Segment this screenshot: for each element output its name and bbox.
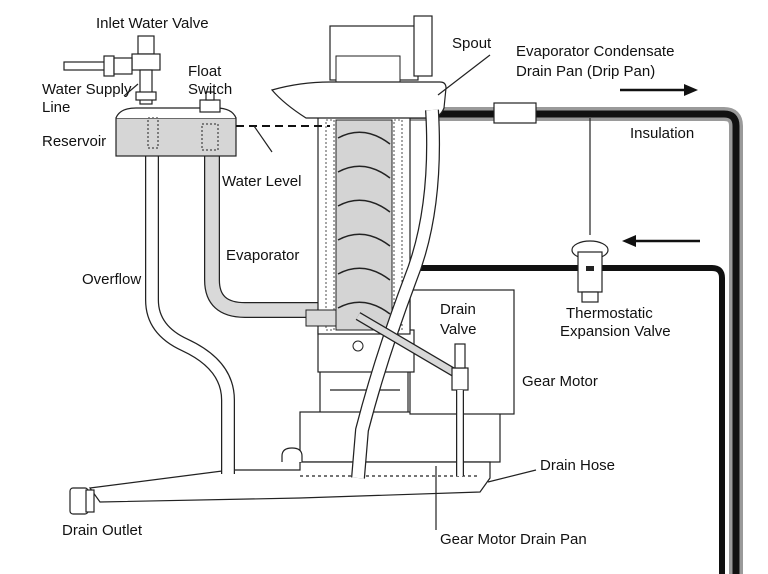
- evaporator: [305, 115, 411, 335]
- label-inlet-water-valve: Inlet Water Valve: [96, 15, 209, 32]
- label-thermostatic-expansion-valve-1: Thermostatic: [566, 305, 653, 322]
- label-drain-valve-2: Valve: [440, 321, 476, 338]
- label-evaporator: Evaporator: [226, 247, 299, 264]
- label-drain-hose: Drain Hose: [540, 457, 615, 474]
- label-gear-motor: Gear Motor: [522, 373, 598, 390]
- flow-arrow-right: [620, 84, 698, 96]
- leader-lines: [123, 54, 537, 530]
- liquid-line: [410, 265, 725, 574]
- label-insulation: Insulation: [630, 125, 694, 142]
- gear-motor-drain-pan: [88, 447, 491, 503]
- reservoir: [115, 107, 237, 157]
- condensate-drain-pan: [270, 81, 447, 119]
- label-water-level: Water Level: [222, 173, 301, 190]
- drain-outlet-fitting: [69, 487, 95, 515]
- label-water-supply-line-2: Line: [42, 99, 70, 116]
- flow-arrow-left: [622, 235, 700, 247]
- label-thermostatic-expansion-valve-2: Expansion Valve: [560, 323, 671, 340]
- label-spout: Spout: [452, 35, 492, 52]
- label-drain-valve-1: Drain: [440, 301, 476, 318]
- water-supply-line-fitting: [63, 55, 133, 77]
- label-evaporator-condensate-2: Drain Pan (Drip Pan): [516, 63, 655, 80]
- label-reservoir: Reservoir: [42, 133, 106, 150]
- label-drain-outlet: Drain Outlet: [62, 522, 143, 539]
- thermostatic-expansion-valve: [571, 240, 609, 303]
- float-switch: [199, 91, 221, 113]
- insulation-sleeve: [493, 102, 537, 124]
- label-float-switch-1: Float: [188, 63, 222, 80]
- label-gear-motor-drain-pan: Gear Motor Drain Pan: [440, 531, 587, 548]
- label-evaporator-condensate-1: Evaporator Condensate: [516, 43, 674, 60]
- drain-valve: [355, 312, 469, 476]
- label-overflow: Overflow: [82, 271, 141, 288]
- suction-line: [330, 107, 743, 574]
- label-water-supply-line-1: Water Supply: [42, 81, 132, 98]
- label-float-switch-2: Switch: [188, 81, 232, 98]
- inlet-water-valve: [131, 35, 161, 105]
